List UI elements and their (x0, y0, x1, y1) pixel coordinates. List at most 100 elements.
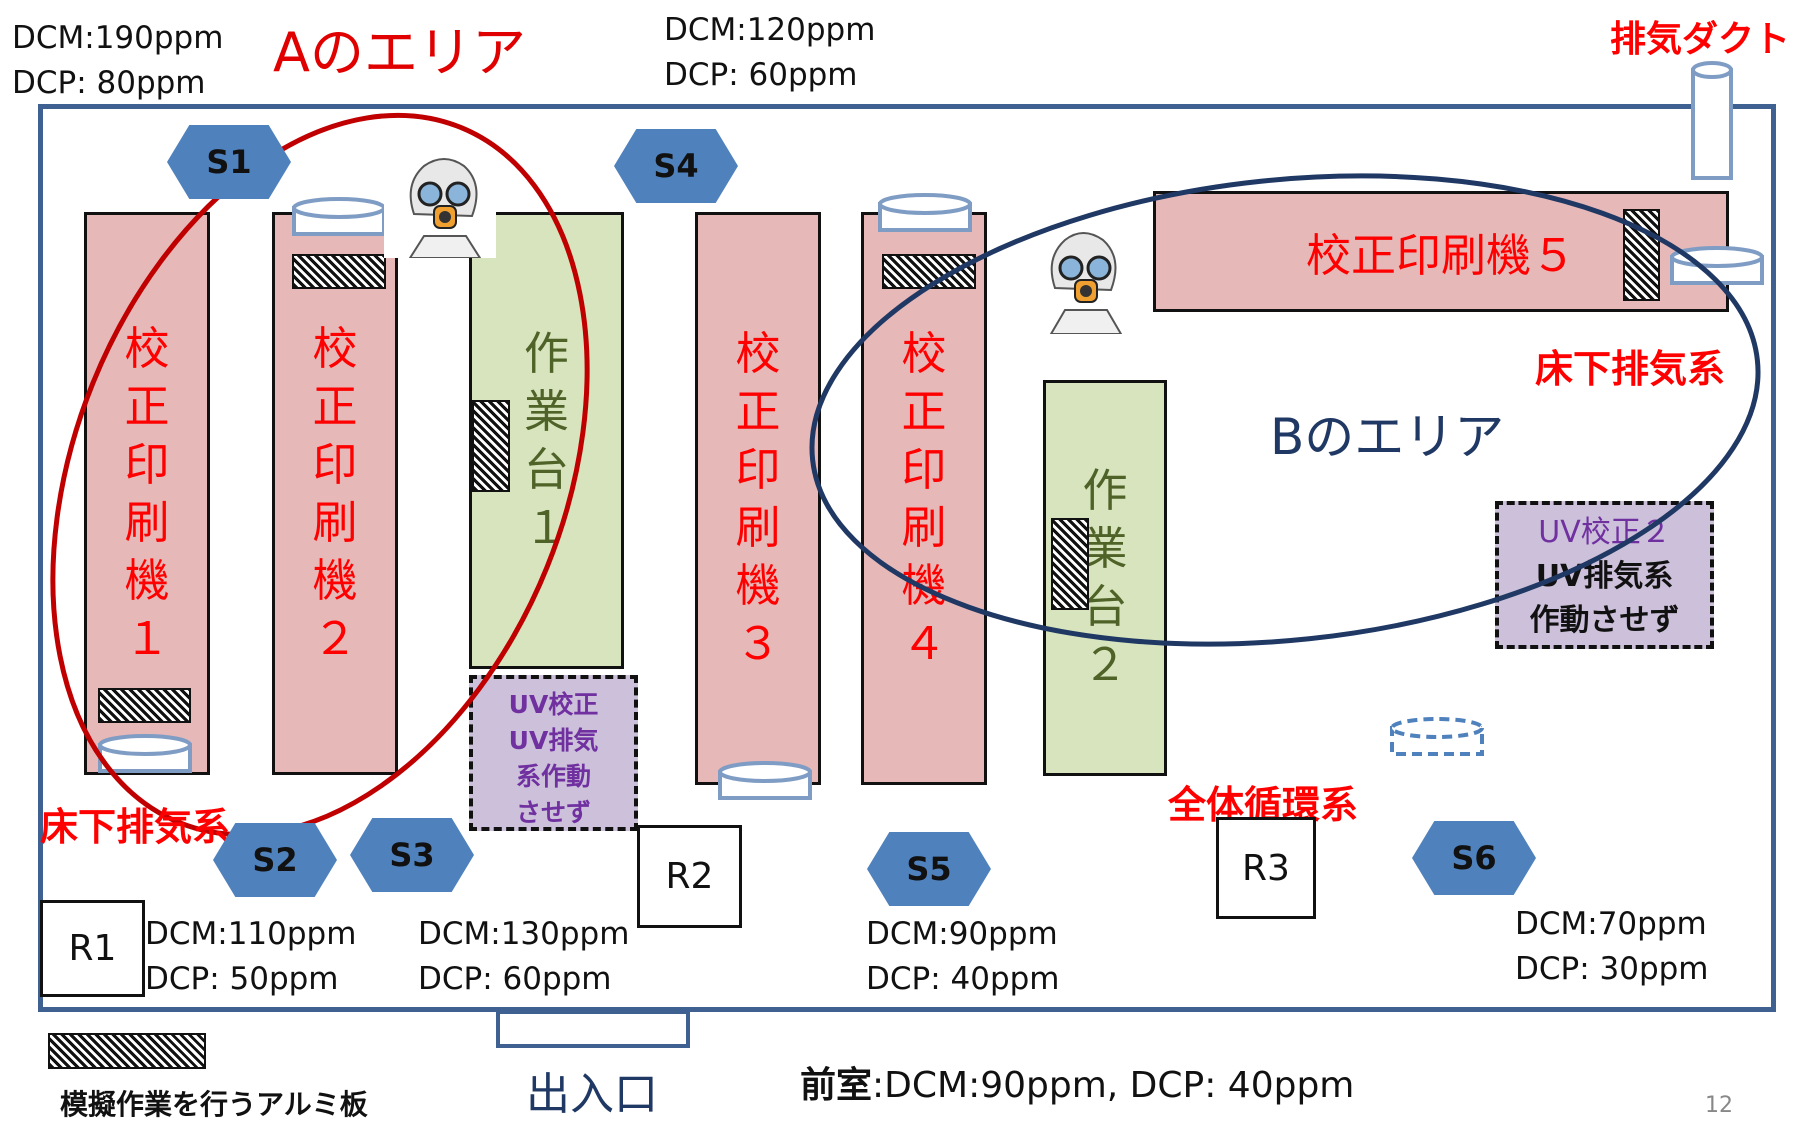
sensor-s3: S3 (350, 818, 474, 892)
char: 刷 (312, 495, 358, 549)
aluminum-plate (98, 688, 191, 723)
char: 刷 (901, 500, 947, 554)
reading-s3: DCM:130ppm DCP: 60ppm (418, 912, 629, 1002)
uv-label: UV排気 (508, 726, 599, 755)
uv-label: UV校正２ (1538, 515, 1671, 550)
char: 作 (523, 326, 569, 380)
entrance-door (496, 1010, 690, 1048)
char: ３ (735, 616, 781, 670)
char: 印 (735, 442, 781, 496)
proof-press-2: 校 正 印 刷 機 ２ (272, 212, 398, 775)
reading-dcm: DCM:70ppm (1515, 906, 1707, 942)
floor-exhaust-disc (98, 734, 192, 773)
uv-proof-2: UV校正２ UV排気系 作動させず (1495, 501, 1714, 649)
circulation-disc (1390, 717, 1484, 756)
reading-s5: DCM:90ppm DCP: 40ppm (866, 912, 1060, 1002)
reading-dcp: DCP: 50ppm (145, 961, 339, 997)
char: 正 (735, 384, 781, 438)
char: 校 (312, 321, 358, 375)
proof-press-4: 校 正 印 刷 機 ４ (861, 212, 987, 785)
char: 印 (124, 437, 170, 491)
aluminum-plate (292, 254, 386, 289)
worker-respirator-icon (1049, 232, 1123, 334)
reading-dcm: DCM:130ppm (418, 916, 630, 952)
anteroom-label: 前室 (800, 1065, 873, 1106)
char: 刷 (735, 500, 781, 554)
char: 機 (124, 553, 170, 607)
receptor-r3: R3 (1216, 817, 1316, 919)
reading-s2: DCM:110ppm DCP: 50ppm (145, 912, 356, 1002)
exhaust-duct-icon (1691, 61, 1733, 180)
uv-label: UV排気系 (1535, 559, 1674, 594)
uv-proof-1: UV校正 UV排気 系作動 させず (469, 675, 638, 831)
plate-legend-swatch (48, 1033, 206, 1069)
char: 業 (1082, 522, 1128, 575)
char: 機 (312, 553, 358, 607)
aluminum-plate (882, 254, 976, 289)
anteroom-reading: 前室:DCM:90ppm, DCP: 40ppm (800, 1056, 1354, 1108)
reading-dcm: DCM:190ppm (12, 20, 224, 56)
reading-dcp: DCP: 60ppm (418, 961, 612, 997)
sensor-s2: S2 (213, 823, 337, 897)
aluminum-plate (472, 400, 510, 492)
char: ４ (901, 616, 947, 670)
plate-legend-label: 模擬作業を行うアルミ板 (60, 1088, 368, 1121)
receptor-r2: R2 (637, 825, 742, 928)
char: 台 (1082, 580, 1128, 633)
char: 正 (124, 379, 170, 433)
reading-s1: DCM:190ppm DCP: 80ppm (12, 16, 223, 106)
receptor-r1: R1 (40, 900, 145, 997)
char: ２ (312, 611, 358, 665)
uv-label: 作動させず (1529, 603, 1680, 638)
char: 機 (735, 558, 781, 612)
char: 印 (901, 442, 947, 496)
char: 台 (523, 442, 569, 496)
uv-label: 系作動 (515, 762, 591, 791)
char: ２ (1082, 638, 1128, 691)
uv-label: させず (515, 798, 591, 827)
char: 校 (124, 321, 170, 375)
char: 作 (1082, 464, 1128, 517)
anteroom-values: :DCM:90ppm, DCP: 40ppm (872, 1065, 1355, 1106)
reading-s4: DCM:120ppm DCP: 60ppm (664, 8, 875, 98)
sensor-s6: S6 (1412, 821, 1536, 895)
sensor-s4: S4 (614, 129, 738, 203)
reading-s6: DCM:70ppm DCP: 30ppm (1515, 902, 1709, 992)
char: 業 (523, 384, 569, 438)
reading-dcp: DCP: 30ppm (1515, 951, 1709, 987)
proof-press-3: 校 正 印 刷 機 ３ (695, 212, 821, 785)
reading-dcm: DCM:110ppm (145, 916, 357, 952)
floor-exhaust-disc (878, 193, 972, 232)
char: 正 (901, 384, 947, 438)
sensor-s1: S1 (167, 125, 291, 199)
exhaust-duct-label: 排気ダクト (1610, 19, 1791, 60)
char: 機 (901, 558, 947, 612)
floor-exhaust-disc (292, 197, 386, 236)
reading-dcp: DCP: 60ppm (664, 57, 858, 93)
reading-dcp: DCP: 40ppm (866, 961, 1060, 997)
floor-exhaust-disc (1670, 246, 1764, 285)
floor-exhaust-disc (718, 761, 812, 800)
char: 印 (312, 437, 358, 491)
char: 正 (312, 379, 358, 433)
reading-dcp: DCP: 80ppm (12, 65, 206, 101)
floor-exhaust-label-left: 床下排気系 (40, 805, 231, 849)
aluminum-plate (1623, 209, 1660, 301)
char: 校 (901, 326, 947, 380)
entrance-label: 出入口 (526, 1069, 658, 1120)
room-outline (38, 104, 1776, 1012)
char: １ (124, 611, 170, 665)
worker-respirator-icon (384, 144, 496, 258)
sensor-s5: S5 (867, 832, 991, 906)
char: 校 (735, 326, 781, 380)
area-b-label: Bのエリア (1270, 408, 1505, 466)
aluminum-plate (1051, 518, 1089, 610)
char: 刷 (124, 495, 170, 549)
char: １ (523, 500, 569, 554)
area-a-label: Aのエリア (273, 21, 526, 84)
uv-label: UV校正 (508, 690, 599, 719)
reading-dcm: DCM:120ppm (664, 12, 876, 48)
page-number: 12 (1705, 1093, 1733, 1118)
reading-dcm: DCM:90ppm (866, 916, 1058, 952)
floor-exhaust-label-right: 床下排気系 (1535, 347, 1726, 391)
